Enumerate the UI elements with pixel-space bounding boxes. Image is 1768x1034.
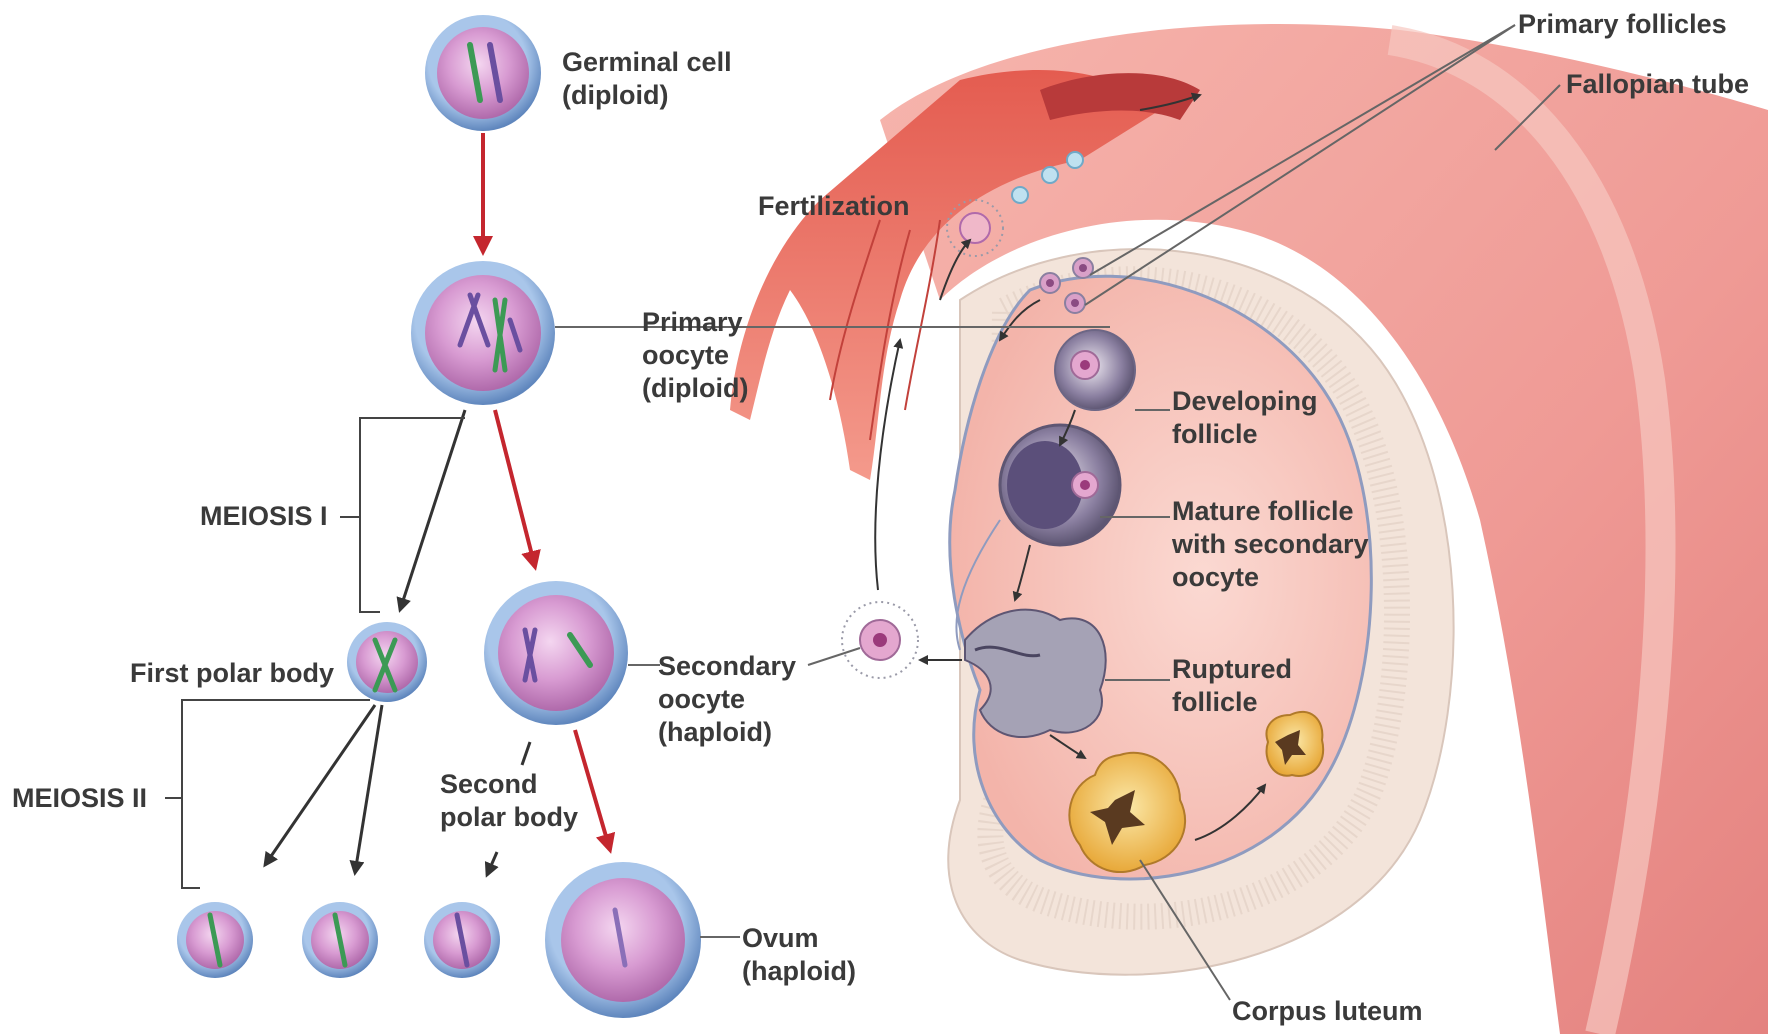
corpus-luteum-small (1267, 712, 1324, 776)
germinal-cell-label: Germinal cell (diploid) (562, 46, 732, 112)
ovum-label: Ovum (haploid) (742, 922, 856, 988)
fertilization-label: Fertilization (758, 190, 910, 223)
germinal-cell (425, 15, 541, 131)
secondary-oocyte-cell (484, 581, 628, 725)
first-polar-body-cell (347, 622, 427, 702)
second-polar-body-label: Second polar body (440, 768, 578, 834)
primary-oocyte-cell (411, 261, 555, 405)
mature-follicle-label: Mature follicle with secondary oocyte (1172, 495, 1369, 594)
polar-body-cell-2 (302, 902, 378, 978)
fallopian-tube-label: Fallopian tube (1566, 68, 1749, 101)
ruptured-follicle (965, 610, 1106, 737)
corpus-luteum-label: Corpus luteum (1232, 995, 1423, 1028)
ovum-cell (545, 862, 701, 1018)
polar-body-cell-1 (177, 902, 253, 978)
released-oocyte (842, 602, 918, 678)
ruptured-follicle-label: Ruptured follicle (1172, 653, 1292, 719)
polar-body-cell-3 (424, 902, 500, 978)
meiosis-2-label: MEIOSIS II (12, 782, 147, 815)
developing-follicle-label: Developing follicle (1172, 385, 1318, 451)
first-polar-body-label: First polar body (130, 657, 334, 690)
developing-follicle (1055, 330, 1135, 410)
primary-oocyte-label: Primary oocyte (diploid) (642, 306, 748, 405)
meiosis-1-label: MEIOSIS I (200, 500, 328, 533)
secondary-oocyte-label: Secondary oocyte (haploid) (658, 650, 796, 749)
primary-follicles-label: Primary follicles (1518, 8, 1727, 41)
